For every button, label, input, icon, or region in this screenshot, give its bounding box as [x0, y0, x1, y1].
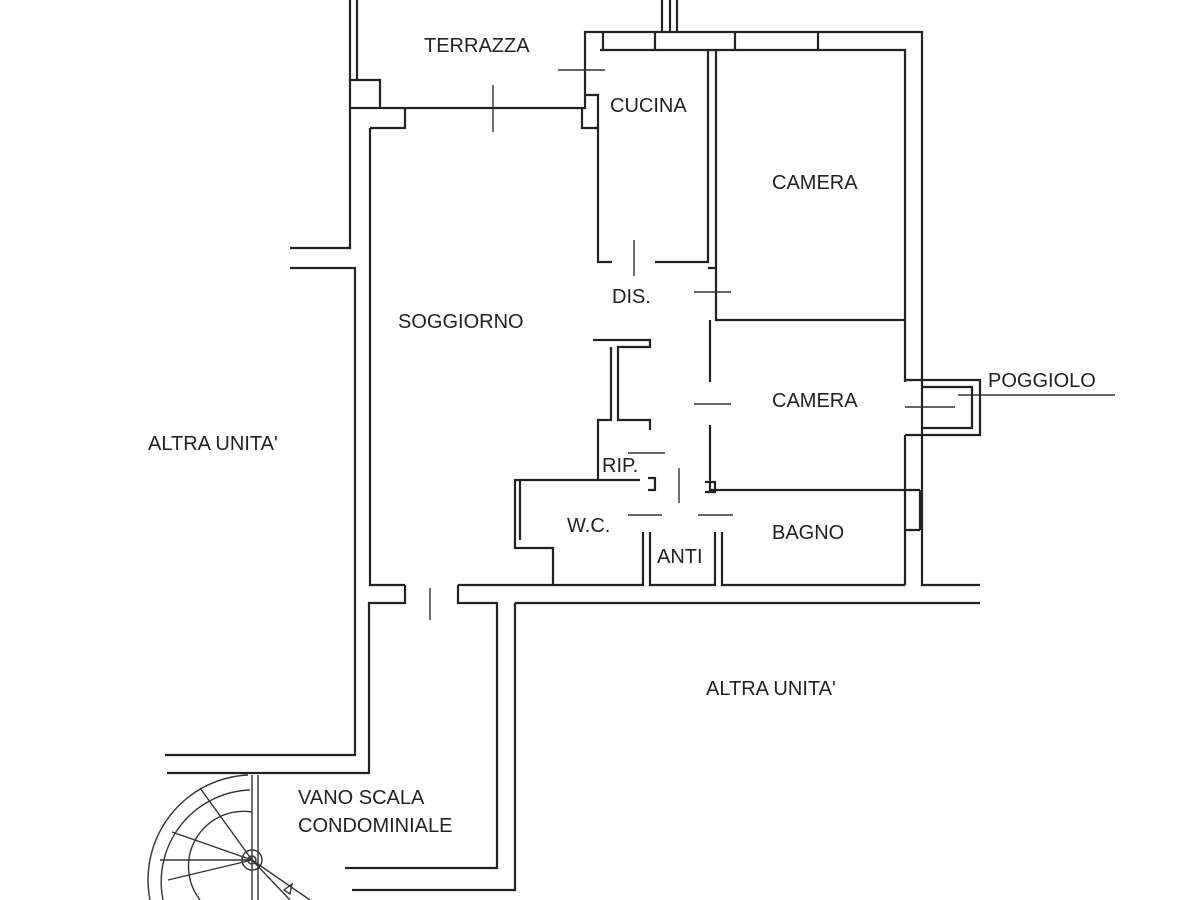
soggiorno-walls — [350, 30, 980, 605]
label-camera-1: CAMERA — [772, 172, 858, 194]
terrace-left-wall — [165, 0, 517, 892]
door-marks — [429, 69, 1115, 620]
room-labels: TERRAZZA CUCINA CAMERA SOGGIORNO DIS. CA… — [148, 35, 1096, 837]
label-dis: DIS. — [612, 286, 651, 308]
label-terrazza: TERRAZZA — [424, 35, 530, 57]
label-vano-scala: VANO SCALA — [298, 787, 425, 809]
stair-treads — [160, 775, 311, 900]
label-bagno: BAGNO — [772, 522, 844, 544]
stair-center-post — [241, 849, 263, 871]
label-camera-2: CAMERA — [772, 390, 858, 412]
poggiolo-walls — [905, 378, 982, 437]
label-wc: W.C. — [567, 515, 610, 537]
label-poggiolo: POGGIOLO — [988, 370, 1096, 392]
label-altra-unita-left: ALTRA UNITA' — [148, 433, 278, 455]
stair-inner-arc — [187, 810, 253, 900]
stair-outer-arc — [147, 774, 251, 900]
stair-post-inner — [247, 855, 257, 865]
label-condominiale: CONDOMINIALE — [298, 815, 452, 837]
walls — [165, 0, 1115, 892]
rip-walls — [593, 338, 717, 494]
terrace-right-post — [660, 0, 679, 32]
stair-direction-arrow-icon — [282, 882, 294, 896]
spiral-staircase — [147, 774, 311, 900]
cucina-walls — [580, 32, 907, 382]
label-soggiorno: SOGGIORNO — [398, 311, 524, 333]
label-rip: RIP. — [602, 455, 638, 477]
label-altra-unita-right: ALTRA UNITA' — [706, 678, 836, 700]
bathroom-walls — [518, 480, 905, 587]
camera-walls — [708, 268, 922, 585]
label-anti: ANTI — [657, 546, 703, 568]
label-cucina: CUCINA — [610, 95, 687, 117]
